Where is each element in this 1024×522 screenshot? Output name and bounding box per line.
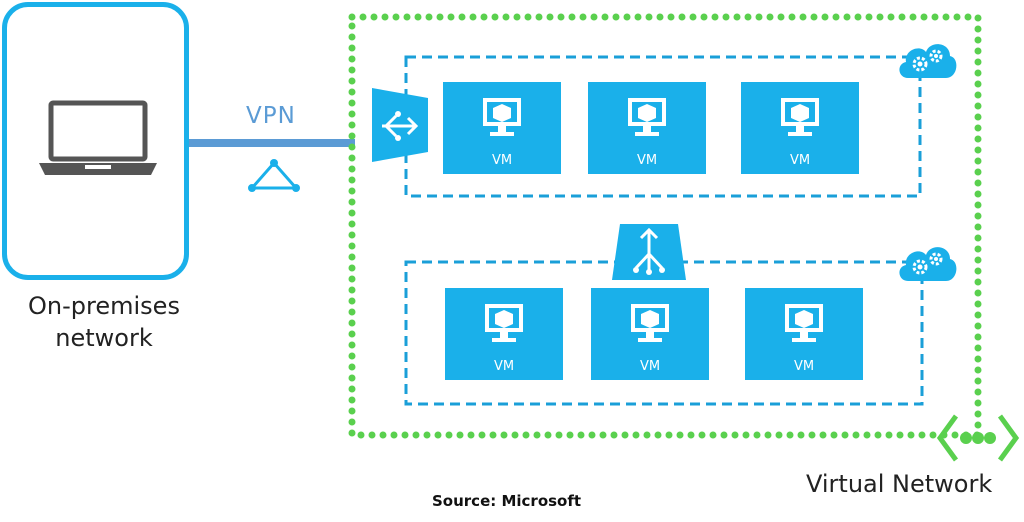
load-balancer-icon: [612, 224, 686, 280]
virtual-network-label: Virtual Network: [806, 470, 993, 498]
source-label: Source: Microsoft: [432, 492, 582, 510]
vm-monitor-icon: [781, 98, 819, 136]
laptop-icon: [39, 100, 157, 175]
vm-label: VM: [493, 359, 515, 374]
vm-label: VM: [793, 359, 815, 374]
vpn-triangle-icon: [248, 159, 300, 192]
vpn-connection-line: [189, 139, 355, 147]
vm-monitor-icon: [628, 98, 666, 136]
on-premises-label: On-premises network: [0, 290, 208, 354]
vm-label: VM: [639, 359, 661, 374]
vm-monitor-icon: [483, 98, 521, 136]
vm-monitor-icon: [785, 304, 823, 342]
vm-tier1-1[interactable]: VM: [443, 82, 561, 174]
vm-tier2-1[interactable]: VM: [445, 288, 563, 380]
on-premises-box: [2, 2, 189, 280]
vm-monitor-icon: [631, 304, 669, 342]
vm-label: VM: [491, 153, 513, 168]
vpn-label: VPN: [246, 103, 296, 129]
cloud-gear-icon: [899, 247, 957, 281]
vm-tier2-2[interactable]: VM: [591, 288, 709, 380]
on-premises-label-line1: On-premises: [28, 292, 180, 320]
vnet-brackets-icon: [936, 414, 1020, 462]
vm-tier2-3[interactable]: VM: [745, 288, 863, 380]
vm-tier1-3[interactable]: VM: [741, 82, 859, 174]
vm-label: VM: [636, 153, 658, 168]
vpn-gateway-icon: [372, 88, 428, 162]
vm-monitor-icon: [485, 304, 523, 342]
vm-label: VM: [789, 153, 811, 168]
on-premises-label-line2: network: [55, 324, 153, 352]
cloud-gear-icon: [899, 44, 957, 78]
vm-tier1-2[interactable]: VM: [588, 82, 706, 174]
